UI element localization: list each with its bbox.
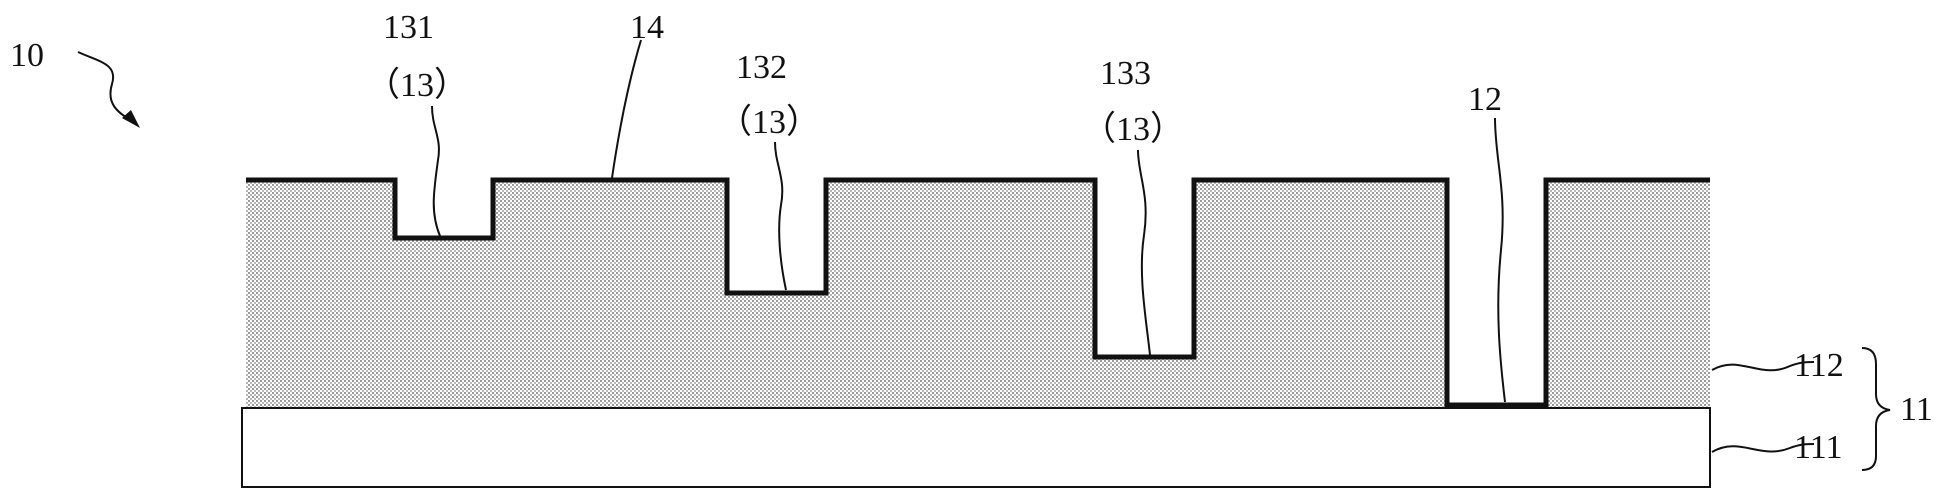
leader-14: [611, 39, 642, 179]
label-111: 111: [1794, 429, 1842, 466]
label-133-group: （13）: [1082, 110, 1184, 148]
brace-11: [1861, 347, 1891, 471]
label-131-group: （13）: [366, 66, 468, 104]
label-132: 132: [736, 49, 787, 86]
leader-12: [1494, 117, 1506, 403]
label-11: 11: [1900, 391, 1933, 428]
layer-14-film: [246, 177, 1710, 408]
layer-111-rect: [241, 407, 1711, 488]
leader-133: [1137, 149, 1151, 356]
label-131: 131: [383, 9, 434, 46]
label-10: 10: [10, 37, 44, 74]
leader-131: [431, 105, 441, 237]
label-14: 14: [630, 9, 664, 46]
layer-112-region: [246, 180, 1710, 410]
leader-111: [1711, 443, 1815, 453]
label-133: 133: [1100, 55, 1151, 92]
ref-arrow-curve: [77, 51, 131, 121]
label-112: 112: [1794, 347, 1844, 384]
label-132-group: （13）: [718, 103, 820, 141]
label-12: 12: [1468, 81, 1502, 118]
leader-112: [1711, 361, 1815, 372]
leader-132: [774, 141, 787, 291]
ref-arrow-head: [122, 110, 140, 128]
